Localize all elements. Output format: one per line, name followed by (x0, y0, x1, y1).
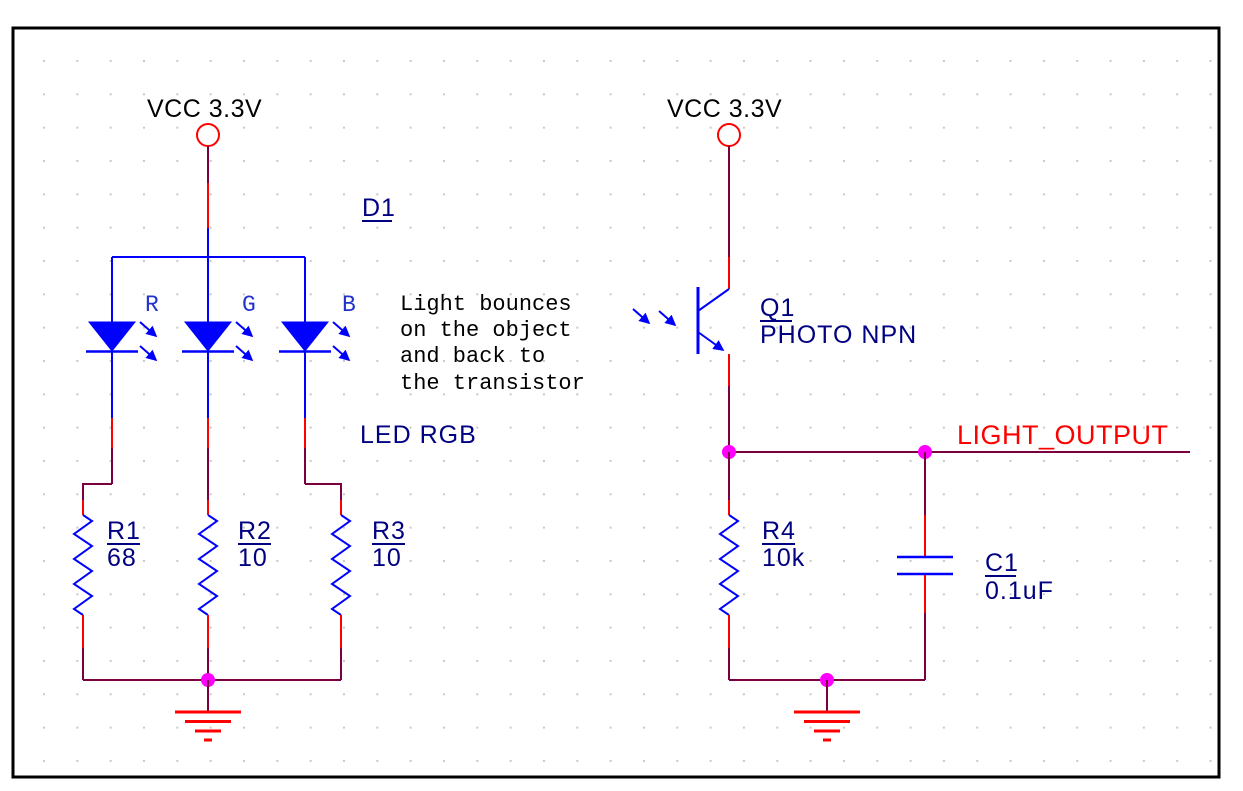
incoming-light-arrow (658, 310, 677, 327)
vcc-label-right: VCC 3.3V (667, 95, 782, 123)
resistor-ref-r3: R3 (372, 517, 406, 545)
transistor-emitter-arrow (697, 331, 725, 351)
vcc-label-left: VCC 3.3V (147, 95, 262, 123)
light-emit-arrow (139, 321, 158, 338)
vcc-terminal-right[interactable] (717, 123, 741, 147)
transistor-ref-designator: Q1 (760, 294, 795, 322)
led-value-label: LED RGB (360, 421, 477, 449)
right-sensor-circuit (632, 123, 1190, 742)
wire-segment (305, 483, 342, 500)
annotation-line: on the object (400, 318, 572, 343)
annotation-line: the transistor (400, 371, 585, 396)
led-triangle (87, 321, 137, 352)
led-triangle (183, 321, 233, 352)
resistor-value-r1: 68 (107, 544, 137, 572)
light-emit-arrow (139, 345, 158, 362)
capacitor-symbol[interactable] (897, 555, 953, 576)
transistor-collector (697, 288, 730, 312)
led-ref-designator: D1 (362, 194, 396, 222)
resistor-symbol-r4[interactable] (718, 514, 740, 616)
net-label-light-output: LIGHT_OUTPUT (957, 420, 1169, 450)
left-led-circuit (72, 123, 352, 742)
annotation-line: Light bounces (400, 292, 572, 317)
light-emit-arrow (332, 345, 351, 362)
resistor-ref-r2: R2 (238, 517, 272, 545)
incoming-light-arrow (632, 308, 651, 325)
capacitor-ref-designator: C1 (985, 549, 1019, 577)
resistor-value-r3: 10 (372, 544, 402, 572)
light-emit-arrow (332, 321, 351, 338)
resistor-ref-r4: R4 (762, 517, 796, 545)
light-emit-arrow (235, 321, 254, 338)
led-channel-label-b: B (342, 292, 356, 318)
capacitor-value-label: 0.1uF (985, 577, 1054, 605)
resistor-symbol-r1[interactable] (72, 514, 94, 616)
transistor-value-label: PHOTO NPN (760, 321, 917, 349)
phototransistor-symbol[interactable] (632, 287, 730, 354)
vcc-terminal-left[interactable] (196, 123, 220, 147)
led-triangle (280, 321, 330, 352)
grid-dots (15, 30, 1217, 775)
resistor-ref-r1: R1 (107, 517, 141, 545)
resistor-value-r4: 10k (762, 544, 805, 572)
led-channel-label-g: G (242, 292, 256, 318)
ground-symbol-left[interactable] (175, 710, 241, 742)
annotation-line: and back to (400, 344, 545, 369)
led-channel-label-r: R (145, 292, 159, 318)
resistor-symbol-r2[interactable] (197, 514, 219, 616)
ground-symbol-right[interactable] (794, 710, 860, 742)
resistor-symbol-r3[interactable] (330, 514, 352, 616)
light-emit-arrow (235, 345, 254, 362)
wire-segment (82, 483, 112, 500)
resistor-value-r2: 10 (238, 544, 268, 572)
